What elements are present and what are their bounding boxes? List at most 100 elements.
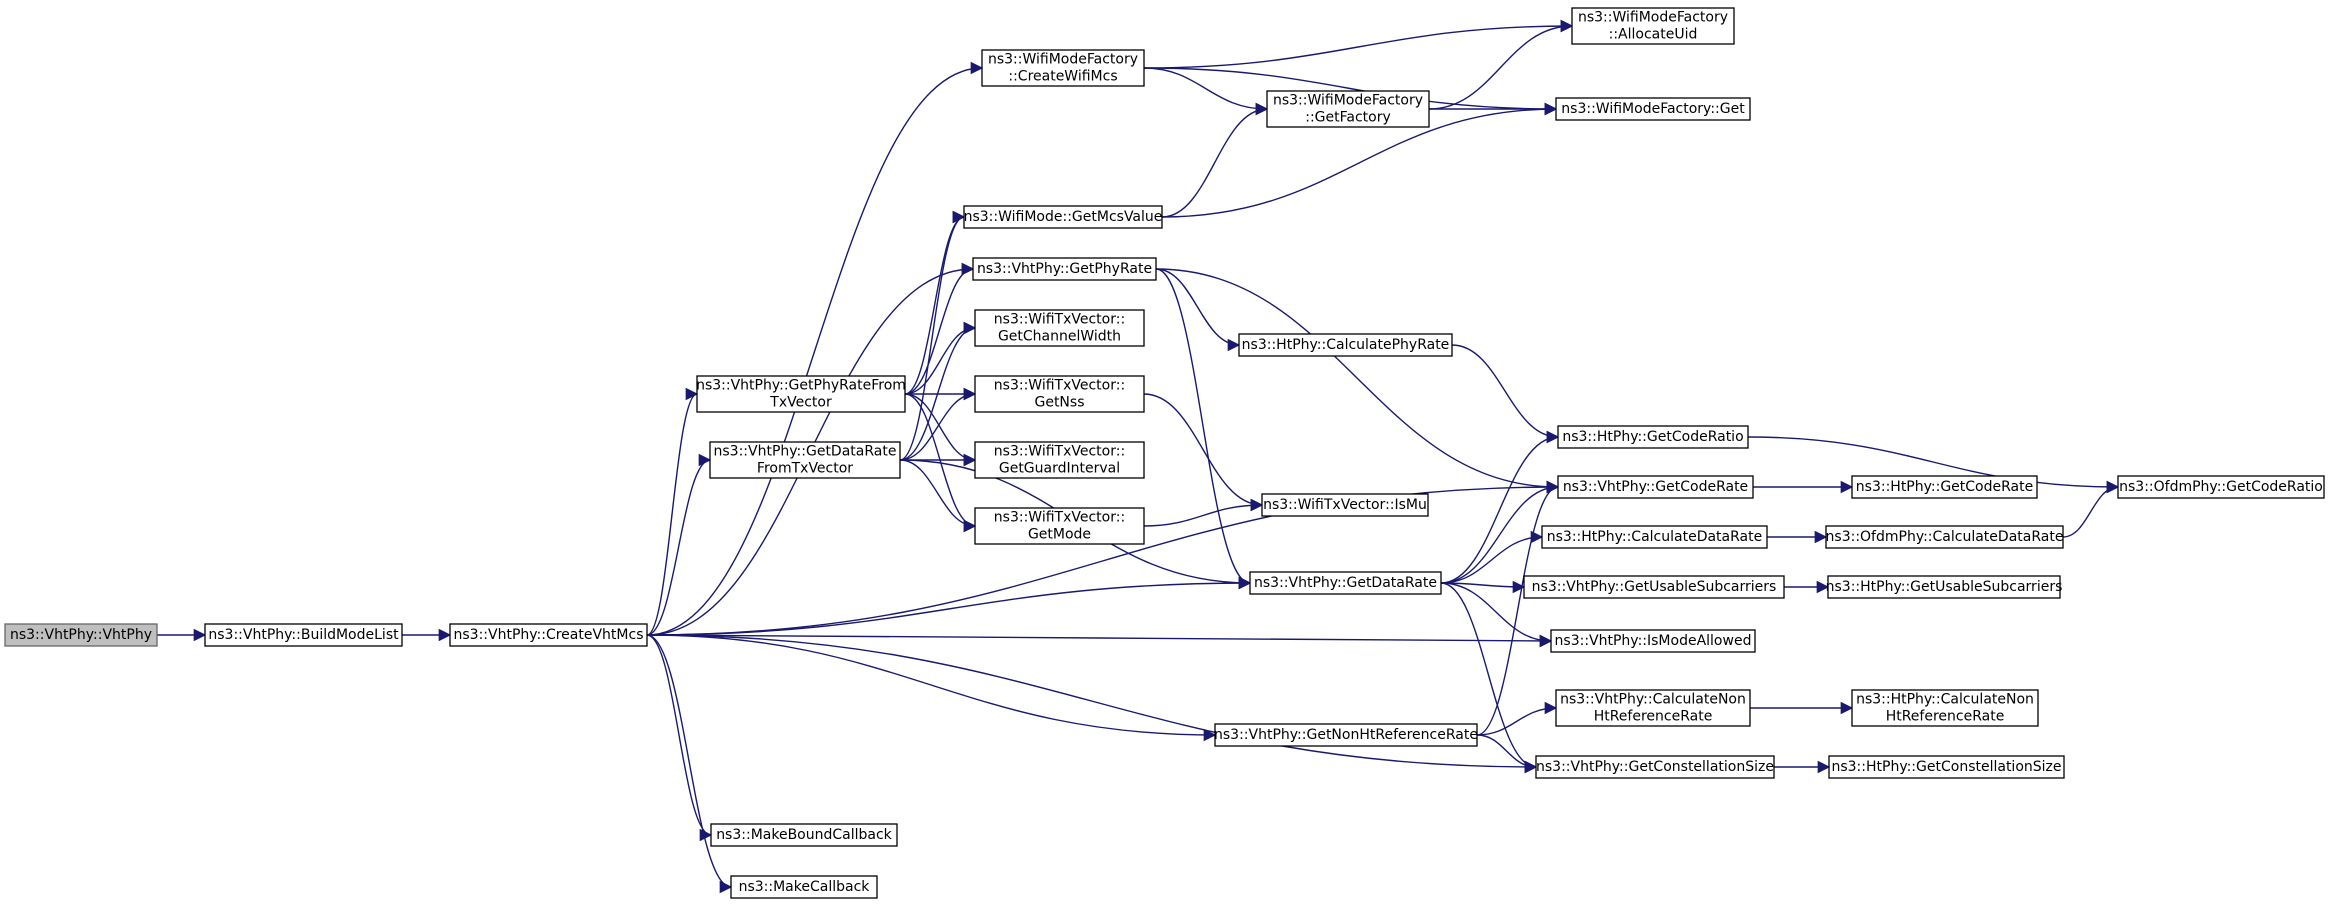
node-ht-get-code-ratio[interactable]: ns3::HtPhy::GetCodeRatio	[1557, 425, 1749, 449]
node-box	[204, 623, 403, 647]
node-vhtphy-ctor[interactable]: ns3::VhtPhy::VhtPhy	[4, 623, 158, 647]
node-box	[1851, 475, 2038, 499]
node-box	[709, 441, 901, 479]
edge-vht-get-data-rate-to-vht-get-usable-subcarriers	[1440, 580, 1526, 594]
edge-ht-get-code-ratio-to-ofdm-get-code-ratio	[1747, 436, 2120, 494]
node-label: ns3::OfdmPhy::CalculateDataRate	[1826, 529, 2064, 545]
node-allocate-uid[interactable]: ns3::WifiModeFactory::AllocateUid	[1571, 7, 1735, 45]
edge-get-phy-rate-to-vht-get-data-rate	[1155, 268, 1252, 590]
edge-get-nss-to-is-mu	[1143, 393, 1264, 512]
node-label: TxVector	[769, 395, 832, 411]
edge-create-vht-mcs-to-get-phy-rate-from-txvector	[646, 387, 699, 636]
node-box	[2117, 475, 2325, 499]
node-vht-get-code-rate[interactable]: ns3::VhtPhy::GetCodeRate	[1557, 475, 1754, 499]
node-label: ns3::WifiTxVector::	[994, 444, 1125, 460]
node-label: ::GetFactory	[1305, 110, 1391, 126]
edge-get-mode-to-is-mu	[1143, 498, 1264, 527]
node-label: ns3::VhtPhy::GetNonHtReferenceRate	[1214, 727, 1478, 743]
node-ht-calculate-data-rate[interactable]: ns3::HtPhy::CalculateDataRate	[1541, 525, 1768, 549]
node-box	[974, 309, 1145, 347]
edge-get-mcs-value-to-factory-get	[1161, 102, 1558, 218]
node-box	[1261, 493, 1429, 517]
node-label: ns3::HtPhy::CalculateDataRate	[1547, 529, 1762, 545]
edge-get-phy-rate-from-txvector-to-get-phy-rate	[904, 262, 975, 395]
node-box	[710, 823, 898, 847]
node-get-mode[interactable]: ns3::WifiTxVector::GetMode	[974, 507, 1145, 545]
node-is-mu[interactable]: ns3::WifiTxVector::IsMu	[1261, 493, 1429, 517]
node-label: ns3::MakeBoundCallback	[716, 827, 892, 843]
node-label: GetChannelWidth	[998, 329, 1121, 345]
node-label: ns3::VhtPhy::BuildModeList	[208, 627, 399, 643]
node-box	[963, 205, 1163, 229]
node-box	[1825, 525, 2064, 549]
edge-vht-get-data-rate-to-ht-get-code-ratio	[1440, 430, 1560, 584]
node-build-mode-list[interactable]: ns3::VhtPhy::BuildModeList	[204, 623, 403, 647]
node-get-mcs-value[interactable]: ns3::WifiMode::GetMcsValue	[963, 205, 1163, 229]
node-label: HtReferenceRate	[1594, 709, 1713, 725]
node-box	[1541, 525, 1768, 549]
edge-get-phy-rate-to-ht-calculate-phy-rate	[1155, 268, 1241, 352]
edge-ht-calculate-phy-rate-to-ht-get-code-ratio	[1451, 344, 1560, 444]
node-label: GetNss	[1034, 395, 1084, 411]
node-get-guard-interval[interactable]: ns3::WifiTxVector::GetGuardInterval	[974, 441, 1145, 479]
node-vht-get-data-rate[interactable]: ns3::VhtPhy::GetDataRate	[1249, 571, 1442, 595]
node-box	[1238, 333, 1453, 357]
node-vht-get-constellation-size[interactable]: ns3::VhtPhy::GetConstellationSize	[1535, 755, 1775, 779]
node-box	[1828, 755, 2065, 779]
node-factory-get[interactable]: ns3::WifiModeFactory::Get	[1555, 97, 1751, 121]
node-get-phy-rate[interactable]: ns3::VhtPhy::GetPhyRate	[972, 257, 1157, 281]
node-create-wifi-mcs[interactable]: ns3::WifiModeFactory::CreateWifiMcs	[981, 49, 1145, 87]
node-get-nss[interactable]: ns3::WifiTxVector::GetNss	[974, 375, 1145, 413]
edge-get-data-rate-from-txvector-to-get-channel-width	[899, 321, 977, 461]
node-label: ns3::VhtPhy::GetConstellationSize	[1536, 759, 1774, 775]
node-label: ns3::OfdmPhy::GetCodeRatio	[2119, 479, 2323, 495]
node-label: ::CreateWifiMcs	[1008, 69, 1117, 85]
node-vht-is-mode-allowed[interactable]: ns3::VhtPhy::IsModeAllowed	[1550, 629, 1756, 653]
node-ofdm-get-code-ratio[interactable]: ns3::OfdmPhy::GetCodeRatio	[2117, 475, 2325, 499]
edge-get-data-rate-from-txvector-to-get-nss	[899, 387, 977, 461]
node-label: ns3::VhtPhy::GetCodeRate	[1563, 479, 1748, 495]
node-label: ::AllocateUid	[1609, 27, 1698, 43]
node-ofdm-calculate-data-rate[interactable]: ns3::OfdmPhy::CalculateDataRate	[1825, 525, 2064, 549]
node-label: ns3::VhtPhy::GetUsableSubcarriers	[1532, 579, 1777, 595]
node-box	[1851, 689, 2039, 727]
node-ht-get-usable-subcarriers[interactable]: ns3::HtPhy::GetUsableSubcarriers	[1826, 575, 2063, 599]
edge-create-wifi-mcs-to-factory-get	[1143, 67, 1558, 116]
node-box	[974, 375, 1145, 413]
node-ht-get-constellation-size[interactable]: ns3::HtPhy::GetConstellationSize	[1828, 755, 2065, 779]
edge-get-data-rate-from-txvector-to-get-mode	[899, 459, 977, 533]
node-get-channel-width[interactable]: ns3::WifiTxVector::GetChannelWidth	[974, 309, 1145, 347]
node-vht-get-usable-subcarriers[interactable]: ns3::VhtPhy::GetUsableSubcarriers	[1523, 575, 1785, 599]
node-box	[1523, 575, 1785, 599]
node-ht-calculate-phy-rate[interactable]: ns3::HtPhy::CalculatePhyRate	[1238, 333, 1453, 357]
node-label: ns3::VhtPhy::VhtPhy	[10, 627, 152, 643]
edge-vht-get-data-rate-to-vht-get-code-rate	[1440, 480, 1560, 584]
node-make-bound-callback[interactable]: ns3::MakeBoundCallback	[710, 823, 898, 847]
edge-get-factory-to-allocate-uid	[1428, 19, 1574, 110]
edge-get-phy-rate-to-vht-get-code-rate	[1155, 268, 1560, 494]
node-box	[1249, 571, 1442, 595]
node-label: ns3::VhtPhy::IsModeAllowed	[1555, 633, 1752, 649]
node-make-callback[interactable]: ns3::MakeCallback	[730, 875, 878, 899]
edge-get-mcs-value-to-get-factory	[1161, 102, 1269, 218]
node-box	[1557, 425, 1749, 449]
node-vht-get-non-ht-ref-rate[interactable]: ns3::VhtPhy::GetNonHtReferenceRate	[1214, 723, 1478, 747]
node-box	[974, 441, 1145, 479]
node-box	[730, 875, 878, 899]
node-ht-get-code-rate[interactable]: ns3::HtPhy::GetCodeRate	[1851, 475, 2038, 499]
node-get-factory[interactable]: ns3::WifiModeFactory::GetFactory	[1266, 90, 1430, 128]
node-box	[696, 375, 906, 413]
node-create-vht-mcs[interactable]: ns3::VhtPhy::CreateVhtMcs	[449, 623, 648, 647]
node-label: GetMode	[1028, 527, 1091, 543]
node-label: ns3::WifiModeFactory::Get	[1561, 101, 1745, 117]
node-box	[1571, 7, 1735, 45]
node-label: HtReferenceRate	[1886, 709, 2005, 725]
node-box	[972, 257, 1157, 281]
edge-vht-get-non-ht-ref-rate-to-vht-calculate-non-ht-ref-rate	[1476, 701, 1558, 736]
edge-create-vht-mcs-to-vht-get-data-rate	[646, 576, 1252, 636]
node-box	[1266, 90, 1430, 128]
